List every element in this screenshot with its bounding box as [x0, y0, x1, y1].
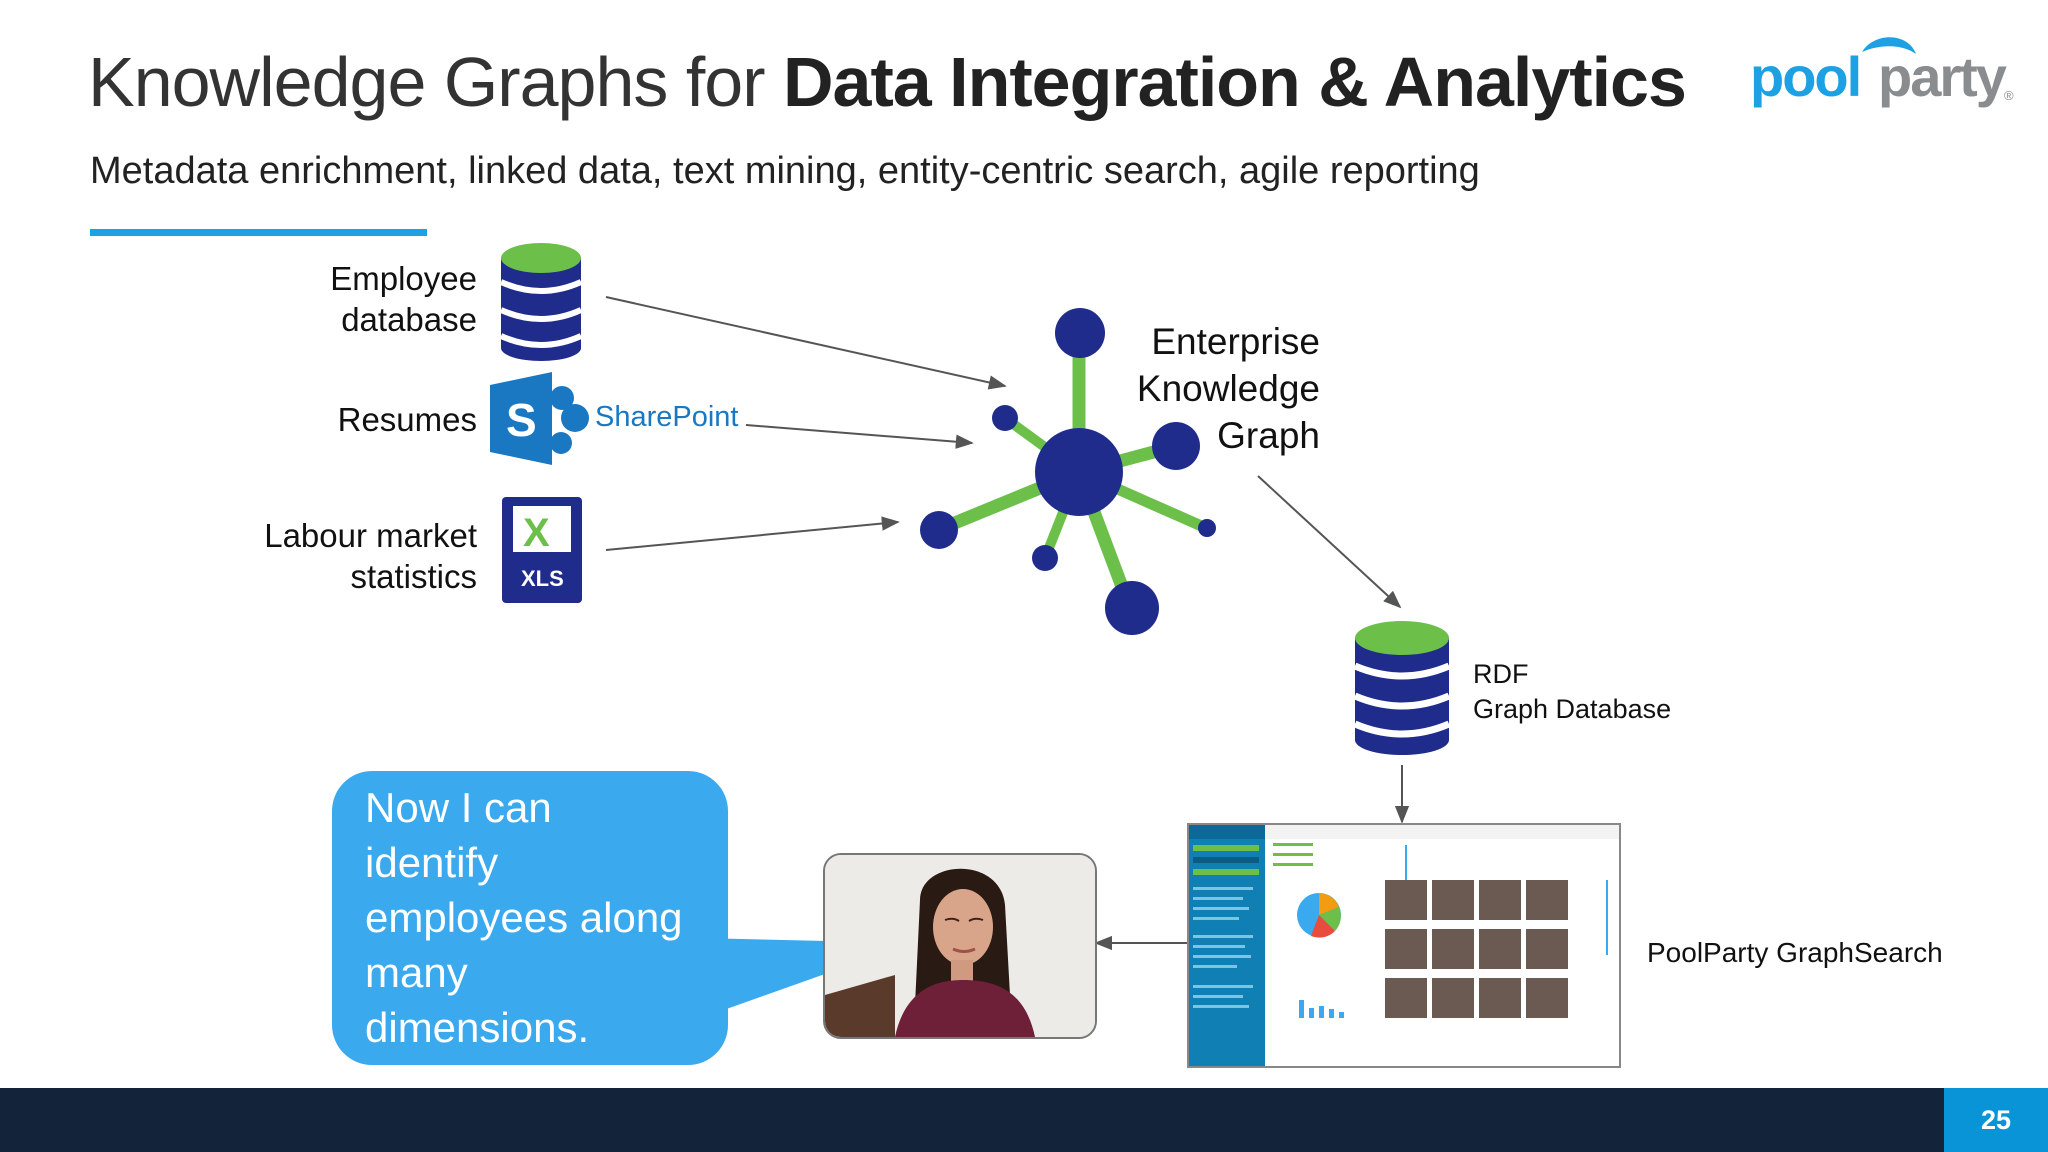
- bubble-line1: Now I can: [365, 784, 552, 831]
- footer-bar: [0, 1088, 2048, 1152]
- excel-icon: X XLS: [502, 497, 582, 603]
- arrow-labour-to-graph: [605, 516, 900, 551]
- excel-tag: XLS: [521, 566, 564, 591]
- graphsearch-screenshot: [1187, 823, 1621, 1068]
- speech-bubble-text: Now I can identify employees along many …: [365, 780, 715, 1055]
- title-bold: Data Integration & Analytics: [782, 43, 1687, 121]
- employee-database-label: Employee database: [250, 258, 477, 340]
- ekg-label-line2: Knowledge: [1136, 368, 1320, 409]
- labour-label-line1: Labour market: [264, 517, 477, 554]
- rdf-label-line2: Graph Database: [1473, 694, 1672, 724]
- sharepoint-icon: S: [490, 372, 589, 465]
- graphsearch-preview: [1189, 825, 1619, 1066]
- employee-label-line2: database: [341, 301, 477, 338]
- resumes-label: Resumes: [337, 401, 477, 438]
- arrow-graph-to-rdf: [1257, 475, 1402, 609]
- sharepoint-label: SharePoint: [595, 401, 739, 433]
- accent-rule: [90, 229, 427, 236]
- bubble-line4: many: [365, 949, 468, 996]
- arrow-employee-to-graph: [605, 296, 1007, 390]
- subtitle: Metadata enrichment, linked data, text m…: [90, 150, 1480, 192]
- bubble-line2: identify: [365, 839, 499, 886]
- bubble-line5: dimensions.: [365, 1004, 590, 1051]
- ekg-label-line3: Graph: [1217, 415, 1320, 456]
- page-title: Knowledge Graphs for Data Integration & …: [88, 42, 1687, 122]
- knowledge-graph-label: Enterprise Knowledge Graph: [1080, 318, 1320, 459]
- labour-label-line2: statistics: [350, 558, 477, 595]
- logo-right: party: [1878, 45, 2007, 108]
- excel-glyph: X: [523, 511, 550, 555]
- arrow-sharepoint-to-graph: [745, 424, 974, 449]
- ekg-label-line1: Enterprise: [1151, 321, 1320, 362]
- title-light: Knowledge Graphs for: [88, 43, 783, 121]
- rdf-label-line1: RDF: [1473, 659, 1529, 689]
- employee-database-icon: [499, 243, 583, 361]
- logo-umbrella-icon: [1862, 37, 1916, 54]
- logo-left: pool: [1750, 45, 1860, 108]
- sharepoint-glyph: S: [506, 394, 537, 446]
- page-number: 25: [1944, 1088, 2048, 1152]
- graphsearch-label: PoolParty GraphSearch: [1647, 937, 1943, 968]
- poolparty-logo: pool party ®: [1750, 37, 2014, 108]
- bubble-line3: employees along: [365, 894, 683, 941]
- rdf-database-label: RDF Graph Database: [1473, 657, 1773, 727]
- knowledge-graph-icon: [920, 308, 1216, 635]
- user-photo: [823, 853, 1097, 1039]
- user-portrait-icon: [825, 855, 1095, 1037]
- logo-mark: ®: [2004, 88, 2014, 103]
- rdf-database-icon: [1353, 621, 1451, 755]
- labour-statistics-label: Labour market statistics: [200, 515, 477, 597]
- employee-label-line1: Employee: [330, 260, 477, 297]
